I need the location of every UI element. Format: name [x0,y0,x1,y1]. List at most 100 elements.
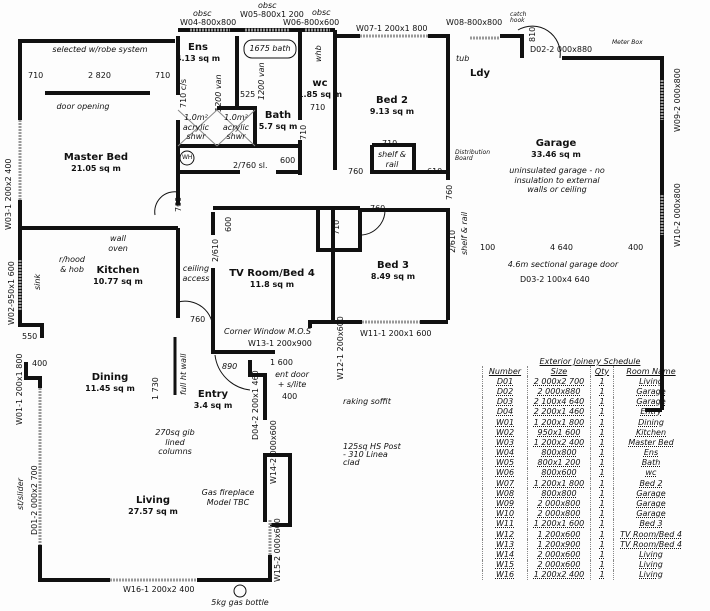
cell-text: W11 [495,519,515,529]
dimension: 760 [445,184,454,200]
window-label-w14: W14-2 000x600 [269,420,278,484]
table-cell: Bath [613,457,688,468]
note-catch-hook: catch hook [510,11,527,24]
window-label-w15: W15-2 000x600 [273,518,282,582]
table-cell: 1 [590,427,614,438]
room-area: 8.49 sq m [370,272,416,281]
window-label-w10: W10-2 000x800 [673,183,682,247]
cell-text: wc [645,468,657,478]
dimension: 600 [224,216,233,232]
cell-text: Garage [636,509,666,519]
cell-text: 1 [599,509,605,519]
dimension: 400 [282,392,298,401]
window-label-w09: W09-2 000x800 [673,68,682,132]
column-header: Size [527,366,591,377]
table-cell: D02 [482,386,528,397]
cell-text: 1 200x900 [537,539,581,549]
window-label-w03: W03-1 200x2 400 [4,158,13,230]
table-cell: wc [613,467,688,479]
cell-text: Master Bed [628,437,674,447]
cell-text: Garage [636,499,666,509]
table-cell: D03 [482,396,528,407]
dimension: 4 640 [550,243,573,252]
note-entry-door: ent door + s/lite [275,370,309,389]
table-cell: 1 [590,437,614,448]
cell-text: 1 [599,376,605,386]
note-post: 125sq HS Post - 310 Linea clad [343,442,401,467]
cell-text: 1 [599,448,605,458]
cell-text: TV Room/Bed 4 [620,539,682,549]
window-label-w16: W16-1 200x2 400 [123,585,195,594]
dimension: 760 [348,167,364,176]
table-cell: Garage [613,396,688,407]
window-label-w04: W04-800x800 [180,18,237,27]
cell-text: Kitchen [635,427,667,437]
window-label-w11: W11-1 200x1 600 [360,329,432,338]
cell-text: W13 [495,539,515,549]
cell-text: W09 [495,499,515,509]
window-label-w07: W07-1 200x1 800 [356,24,428,33]
room-laundry: Ldy [470,68,490,80]
table-cell: Garage [613,386,688,397]
schedule-title: Exterior Joinery Schedule [539,357,641,366]
table-cell: 1 [590,508,614,519]
room-name: wc [312,78,328,89]
table-cell: 2 000x600 [527,559,591,570]
dimension: 400 [32,359,48,368]
table-cell: 1 [590,447,614,458]
table-cell: Dining [613,416,688,428]
note-gas-bottle: 5kg gas bottle [211,598,269,607]
room-area: 11.45 sq m [85,384,135,393]
table-cell: Bed 2 [613,478,688,489]
note-raking-soffit: raking soffit [343,397,391,406]
obscure-label: obsc [193,9,212,18]
cell-text: W03 [495,437,515,447]
table-cell: 1 [590,386,614,397]
cell-text: 1 [599,397,605,407]
cell-text: W14 [495,549,515,559]
cell-text: 2 000x600 [537,549,581,559]
note-garage: uninsulated garage - no insulation to ex… [509,166,605,195]
table-cell: W16 [482,569,528,580]
cell-text: D04 [496,407,514,417]
table-cell: 1 [590,539,614,550]
table-cell: 1 200x2 400 [527,437,591,448]
schedule-header-row: Number Size Qty Room Name [482,366,688,377]
table-cell: 1 [590,416,614,428]
table-cell: 1 [590,478,614,489]
table-cell: 1 [590,406,614,417]
note-tub: tub [456,54,470,63]
cell-text: D03 [496,397,514,407]
table-cell: TV Room/Bed 4 [613,529,688,540]
cell-text: Living [639,376,663,386]
cell-text: Living [639,549,663,559]
dimension: 710 [382,139,398,148]
cell-text: 1 [599,519,605,529]
dimension: 550 [22,332,38,341]
table-cell: 800x600 [527,467,591,479]
cell-text: 2 000x600 [537,560,581,570]
room-area: 11.8 sq m [249,280,295,289]
table-cell: Living [613,559,688,570]
room-area: 33.46 sq m [531,150,581,159]
column-header: Number [482,366,528,377]
cell-text: 1 [599,499,605,509]
table-cell: 800x800 [527,488,591,499]
column-header: Room Name [613,366,688,377]
cell-text: Living [639,570,663,580]
